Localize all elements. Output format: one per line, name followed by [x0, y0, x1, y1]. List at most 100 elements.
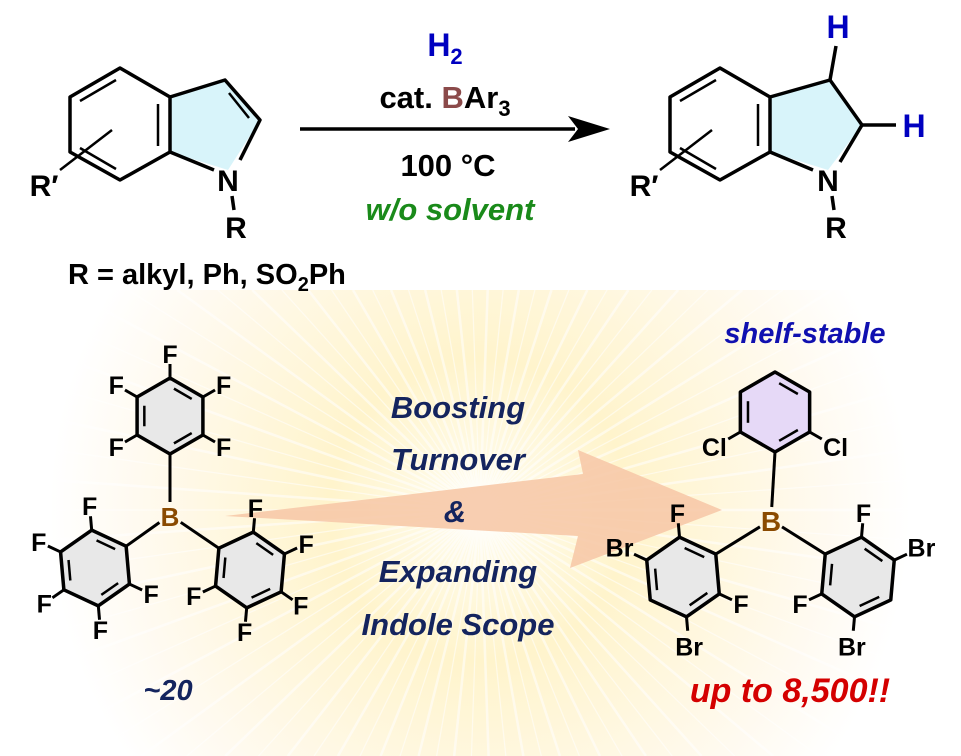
sunburst-ray — [423, 289, 482, 511]
sunburst-ray — [479, 508, 875, 756]
sunburst-ray — [478, 289, 521, 511]
substituent-br: Br — [675, 634, 703, 662]
reagent-h2: H2 — [427, 27, 462, 69]
substituent-bond — [202, 433, 216, 444]
substituent-br: Br — [606, 534, 634, 562]
substituent-bond — [808, 592, 823, 602]
substituent-bond — [251, 518, 257, 533]
substrate-r: R — [225, 212, 247, 245]
product-rprime: R′ — [630, 170, 659, 203]
double-bond — [828, 563, 834, 586]
product-h-top: H — [826, 9, 849, 45]
sunburst-ray — [186, 509, 481, 756]
temperature-label: 100 °C — [400, 148, 495, 183]
sunburst-ray — [479, 509, 542, 756]
double-bond — [251, 587, 271, 599]
sunburst-ray — [0, 371, 481, 511]
center-line: Turnover — [391, 442, 527, 477]
substituent-bond — [727, 430, 742, 441]
sunburst-ray — [479, 289, 895, 511]
sunburst-ray — [471, 289, 481, 511]
double-bond — [778, 428, 799, 442]
sunburst-ray — [478, 289, 553, 511]
sunburst-ray — [479, 289, 536, 511]
substituent-bond — [684, 616, 690, 631]
substituent-bond — [47, 544, 62, 554]
sunburst-ray — [331, 289, 481, 511]
product-nitrogen: N — [817, 165, 839, 198]
substituent-f: F — [237, 619, 252, 647]
sunburst-ray — [479, 509, 703, 756]
double-bond — [684, 546, 705, 559]
substituent-bond — [202, 584, 217, 594]
sunburst-ray — [251, 289, 481, 511]
double-bond — [255, 542, 274, 556]
substituent-bond — [808, 430, 823, 441]
reaction-arrowhead — [568, 116, 610, 142]
sunburst-ray — [479, 509, 819, 756]
substituent-f: F — [216, 434, 231, 462]
sunburst-ray — [470, 509, 481, 756]
sunburst-ray — [479, 289, 680, 511]
boron-bond — [781, 525, 827, 556]
substrate-nitrogen: N — [217, 165, 239, 198]
double-bond — [173, 387, 193, 400]
substituent-f: F — [82, 493, 97, 521]
substituent-bond — [124, 388, 138, 399]
substituent-f: F — [186, 583, 201, 611]
substituent-bond — [88, 516, 94, 531]
sunburst-ray — [372, 289, 481, 511]
sunburst-ray — [440, 289, 481, 511]
substituent-bond — [851, 616, 857, 631]
substituent-f: F — [733, 591, 748, 619]
sunburst-ray — [127, 289, 481, 511]
sunburst-ray — [336, 509, 482, 756]
sunburst-ray — [478, 289, 589, 511]
boron-bond — [770, 451, 777, 508]
sunburst-ray — [478, 509, 525, 756]
sunburst-ray — [479, 509, 940, 755]
ring-outline — [738, 370, 812, 454]
substituent-bond — [128, 582, 143, 592]
new-borane-boron: B — [761, 506, 781, 537]
sunburst-ray — [479, 289, 743, 511]
double-bond — [653, 568, 659, 591]
substituent-bond — [893, 552, 908, 562]
double-bond — [173, 432, 193, 445]
product-r: R — [825, 212, 847, 245]
boron-bond — [714, 525, 761, 556]
substrate-indole: N R R′ — [30, 66, 262, 245]
substituent-f: F — [792, 591, 807, 619]
sunburst-ray — [351, 289, 482, 511]
sunburst-ray — [0, 334, 481, 512]
substituent-f: F — [670, 500, 685, 528]
sunburst-ray — [217, 289, 481, 511]
substituent-bond — [124, 433, 138, 444]
sunburst-ray — [479, 509, 736, 756]
bcf-boron: B — [161, 502, 180, 532]
double-bond — [100, 582, 119, 596]
sunburst-ray — [478, 289, 489, 511]
sunburst-ray — [224, 509, 481, 756]
sunburst-ray — [478, 509, 562, 756]
double-bond — [863, 547, 884, 563]
sunburst-ray — [258, 509, 481, 756]
substituent-f: F — [31, 529, 46, 557]
sunburst-ray — [286, 509, 481, 756]
sunburst-ray — [399, 509, 481, 756]
improvement-arrow — [225, 450, 722, 568]
substituent-f: F — [248, 495, 263, 523]
sunburst-ray — [407, 289, 481, 511]
solvent-label: w/o solvent — [366, 192, 536, 227]
product-indoline: H H N R R′ — [630, 9, 926, 245]
double-bond — [222, 557, 227, 579]
substituent-bond — [243, 607, 249, 622]
substituent-f: F — [109, 434, 124, 462]
sunburst-ray — [20, 508, 481, 756]
substrate-rprime: R′ — [30, 170, 59, 203]
sunburst-ray — [452, 509, 482, 756]
substituent-bond — [718, 592, 733, 602]
